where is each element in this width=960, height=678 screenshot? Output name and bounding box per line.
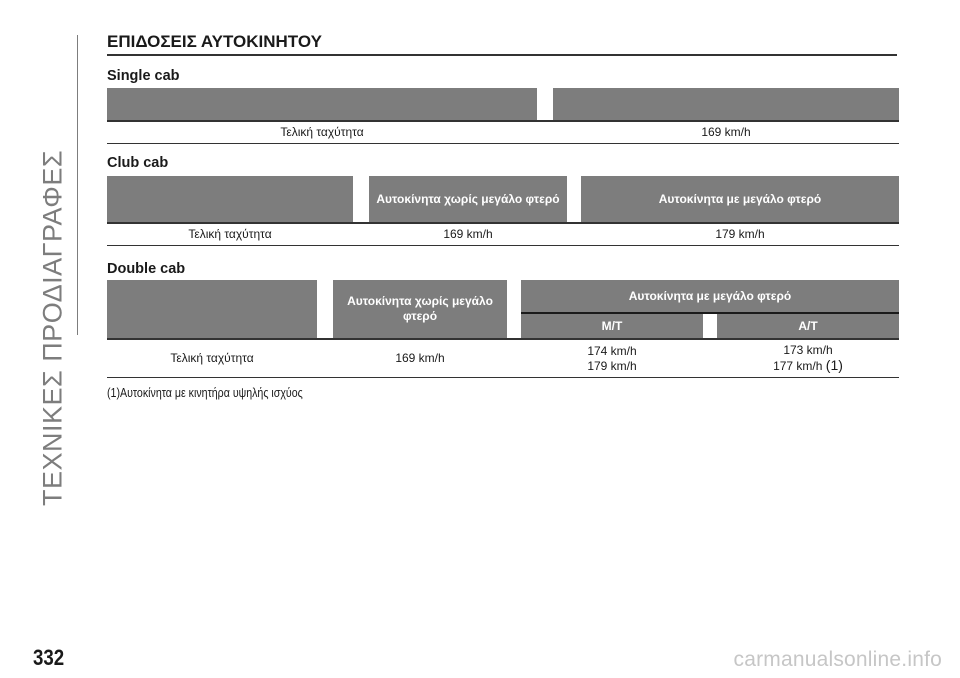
header-manual-transmission: M/T: [521, 312, 703, 338]
double-cab-header-without-wing: Αυτοκίνητα χωρίς μεγάλο φτερό: [333, 280, 507, 338]
top-speed-value: 169 km/h: [553, 120, 899, 144]
single-cab-label: Single cab: [107, 68, 180, 84]
double-cab-header-with-wing: Αυτοκίνητα με μεγάλο φτερό: [521, 280, 899, 312]
speed-value: 179 km/h: [587, 358, 637, 373]
top-speed-without-wing: 169 km/h: [369, 222, 567, 246]
top-speed-manual: 174 km/h 179 km/h: [521, 338, 703, 379]
side-divider: [77, 35, 78, 335]
double-cab-label: Double cab: [107, 261, 186, 277]
top-speed-label: Τελική ταχύτητα: [107, 338, 317, 379]
footnote-marker: (1): [825, 357, 843, 374]
watermark: carmanualsonline.info: [733, 648, 942, 671]
club-cab-header-with-wing: Αυτοκίνητα με μεγάλο φτερό: [581, 176, 899, 222]
page-title: ΕΠΙΔΟΣΕΙΣ ΑΥΤΟΚΙΝΗΤΟΥ: [107, 32, 897, 56]
header-automatic-transmission: A/T: [717, 312, 899, 338]
club-cab-header-without-wing: Αυτοκίνητα χωρίς μεγάλο φτερό: [369, 176, 567, 222]
speed-value: 174 km/h: [587, 344, 637, 359]
single-cab-header-empty: [553, 88, 899, 120]
top-speed-with-wing: 179 km/h: [581, 222, 899, 246]
top-speed-label: Τελική ταχύτητα: [107, 222, 353, 246]
top-speed-without-wing: 169 km/h: [333, 338, 507, 379]
club-cab-table: Αυτοκίνητα χωρίς μεγάλο φτερό Αυτοκίνητα…: [107, 176, 899, 246]
speed-value: 177 km/h: [773, 359, 823, 374]
speed-value: 173 km/h: [783, 343, 833, 357]
top-speed-automatic: 173 km/h 177 km/h (1): [717, 338, 899, 379]
double-cab-table: Αυτοκίνητα χωρίς μεγάλο φτερό Αυτοκίνητα…: [107, 280, 899, 379]
footnote: (1)Αυτοκίνητα με κινητήρα υψηλής ισχύος: [107, 386, 303, 400]
club-cab-header-empty: [107, 176, 353, 222]
double-cab-header-empty: [107, 280, 317, 338]
top-speed-label: Τελική ταχύτητα: [107, 120, 537, 144]
single-cab-table: Τελική ταχύτητα 169 km/h: [107, 88, 899, 144]
single-cab-header-empty: [107, 88, 537, 120]
section-side-title: ΤΕΧΝΙΚΕΣ ΠΡΟΔΙΑΓΡΑΦΕΣ: [37, 149, 68, 507]
club-cab-label: Club cab: [107, 155, 169, 171]
page-number: 332: [33, 645, 65, 670]
